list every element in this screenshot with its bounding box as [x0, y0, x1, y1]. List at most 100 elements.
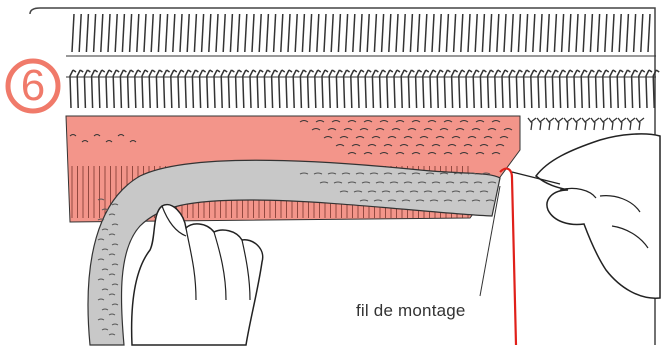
needle-slot — [590, 14, 592, 52]
needle-hook — [322, 70, 328, 108]
needle-slot — [648, 14, 650, 52]
needle-slot — [619, 14, 621, 52]
needle-hook — [555, 118, 563, 130]
needle-hook — [106, 70, 112, 108]
needle-hook — [537, 118, 545, 130]
needle-slot — [504, 14, 506, 52]
needle-slot — [569, 14, 571, 52]
needle-slot — [238, 14, 240, 52]
caption-label: fil de montage — [356, 301, 466, 321]
needle-hook — [236, 70, 242, 108]
needle-hook — [272, 70, 278, 108]
needle-hook — [408, 70, 414, 108]
needle-slot — [173, 14, 175, 52]
needle-hook — [473, 70, 479, 108]
needle-slot — [626, 14, 628, 52]
needle-slot — [490, 14, 492, 52]
needle-slot — [576, 14, 578, 52]
needle-slot — [72, 14, 74, 52]
needle-slot — [439, 14, 441, 52]
needle-slot — [612, 14, 614, 52]
needle-slot — [281, 14, 283, 52]
needle-hook — [120, 70, 126, 108]
needle-slot — [403, 14, 405, 52]
needle-slot — [266, 14, 268, 52]
needle-slot — [310, 14, 312, 52]
needle-slot — [454, 14, 456, 52]
needle-hook — [279, 70, 285, 108]
needle-hook — [495, 70, 501, 108]
needle-hook — [502, 70, 508, 108]
needle-slot — [598, 14, 600, 52]
needle-hook — [416, 70, 422, 108]
needle-hook — [509, 70, 515, 108]
needle-hook — [546, 118, 554, 130]
needle-hook — [600, 118, 608, 130]
needle-hook — [564, 118, 572, 130]
needle-hook — [257, 70, 263, 108]
needle-hook — [545, 70, 551, 108]
needle-hook — [528, 118, 536, 130]
needle-hook — [618, 118, 626, 130]
needle-hook — [142, 70, 148, 108]
needle-slot — [202, 14, 204, 52]
needle-hook — [99, 70, 105, 108]
needle-hook — [185, 70, 191, 108]
needle-slot — [223, 14, 225, 52]
needle-slot — [540, 14, 542, 52]
needle-hook — [609, 118, 617, 130]
needle-slot — [331, 14, 333, 52]
needle-slot — [432, 14, 434, 52]
needle-slot — [122, 14, 124, 52]
needle-slot — [482, 14, 484, 52]
needle-slot — [194, 14, 196, 52]
needle-slot — [158, 14, 160, 52]
needle-hook — [329, 70, 335, 108]
needle-slot — [79, 14, 81, 52]
needle-hook — [394, 70, 400, 108]
needle-slot — [144, 14, 146, 52]
needle-hook — [250, 70, 256, 108]
needle-hook — [581, 70, 587, 108]
needle-slot — [151, 14, 153, 52]
needle-slot — [130, 14, 132, 52]
needle-hook — [588, 70, 594, 108]
needle-slot — [533, 14, 535, 52]
needle-slot — [137, 14, 139, 52]
needle-hook — [524, 70, 530, 108]
needle-hook — [437, 70, 443, 108]
needle-hook — [582, 118, 590, 130]
needle-hook — [228, 70, 234, 108]
needle-hook — [591, 118, 599, 130]
needle-hook — [77, 70, 83, 108]
needle-hook — [401, 70, 407, 108]
right-needles — [528, 118, 644, 130]
upper-needle-bed — [72, 14, 650, 52]
needle-hook — [531, 70, 537, 108]
needle-slot — [382, 14, 384, 52]
needle-slot — [526, 14, 528, 52]
needle-slot — [108, 14, 110, 52]
needle-slot — [187, 14, 189, 52]
needle-hook — [466, 70, 472, 108]
needle-slot — [338, 14, 340, 52]
needle-hook — [135, 70, 141, 108]
needle-slot — [554, 14, 556, 52]
cast-on-thread — [500, 169, 516, 345]
needle-hook — [149, 70, 155, 108]
needle-slot — [410, 14, 412, 52]
needle-hook — [164, 70, 170, 108]
needle-hook — [573, 118, 581, 130]
needle-slot — [295, 14, 297, 52]
needle-hook — [538, 70, 544, 108]
needle-hook — [351, 70, 357, 108]
needle-hook — [617, 70, 623, 108]
needle-hook — [365, 70, 371, 108]
needle-hook — [372, 70, 378, 108]
needle-hook — [567, 70, 573, 108]
needle-hook — [336, 70, 342, 108]
needle-hook — [128, 70, 134, 108]
needle-hook — [653, 70, 659, 108]
needle-hook — [560, 70, 566, 108]
